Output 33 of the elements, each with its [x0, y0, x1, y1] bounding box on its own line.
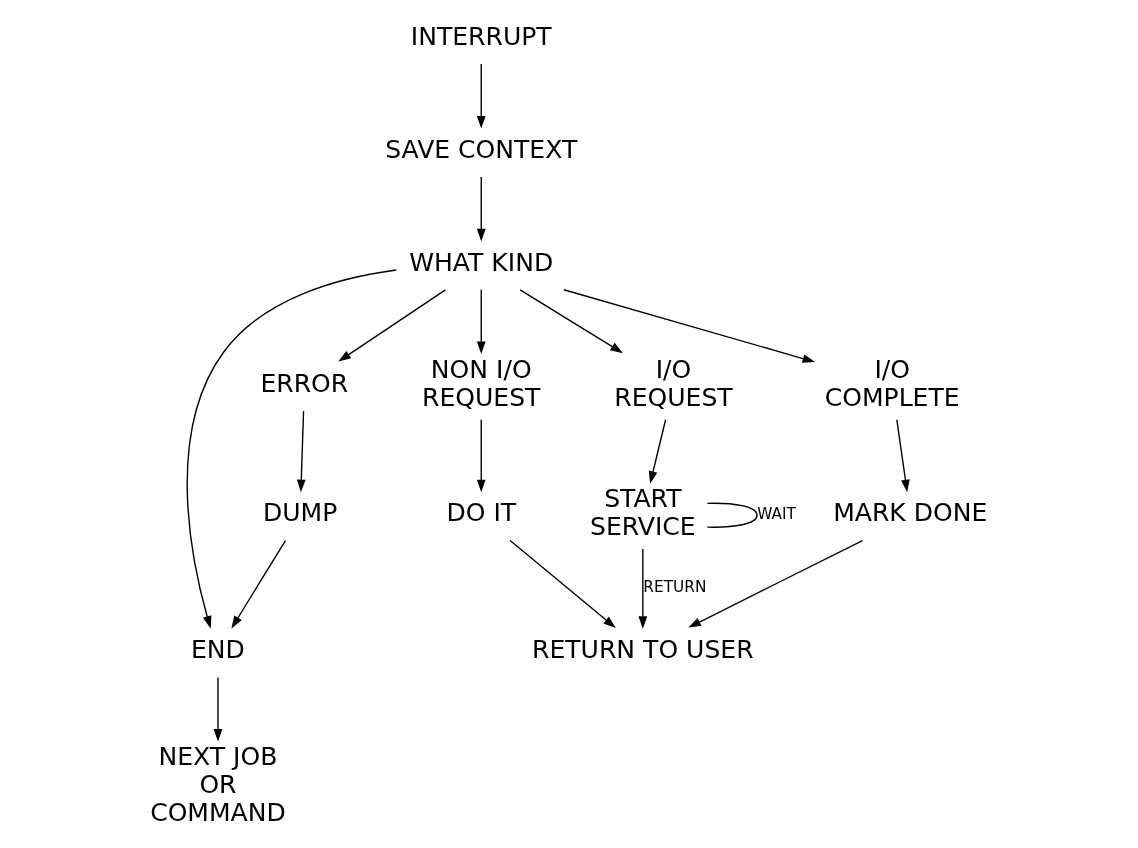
arrow: [688, 539, 864, 628]
node-text: NON I/O REQUEST: [422, 354, 541, 412]
arrow: [519, 289, 623, 354]
node-text: SAVE CONTEXT: [385, 134, 578, 164]
arrow: [231, 539, 287, 629]
arrow: [509, 539, 616, 628]
node-text: START SERVICE: [589, 484, 696, 542]
node-text: NEXT JOB OR COMMAND: [150, 742, 286, 827]
arrow: [476, 176, 486, 242]
edge-label: WAIT: [757, 505, 796, 524]
arrow: [638, 548, 648, 629]
edge-label: RETURN: [643, 577, 707, 596]
arrow: [648, 419, 667, 484]
arrow: [476, 63, 486, 129]
node-text: WHAT KIND: [409, 247, 554, 277]
arrow: [186, 269, 398, 629]
arrow: [896, 419, 910, 493]
arrow: [476, 419, 486, 493]
node-text: I/O COMPLETE: [824, 354, 960, 412]
node-text: MARK DONE: [833, 498, 988, 528]
node-text: END: [191, 634, 245, 664]
node-text: I/O REQUEST: [614, 354, 733, 412]
node-text: ERROR: [260, 368, 349, 398]
node-text: RETURN TO USER: [532, 634, 754, 664]
arrow: [338, 289, 447, 362]
node-text: DO IT: [446, 498, 517, 528]
arrow: [213, 676, 223, 742]
arrow: [296, 410, 306, 493]
arrow: [563, 289, 816, 363]
connector: [706, 502, 758, 528]
arrow: [476, 289, 486, 354]
node-text: DUMP: [262, 498, 338, 528]
node-text: INTERRUPT: [410, 21, 552, 51]
